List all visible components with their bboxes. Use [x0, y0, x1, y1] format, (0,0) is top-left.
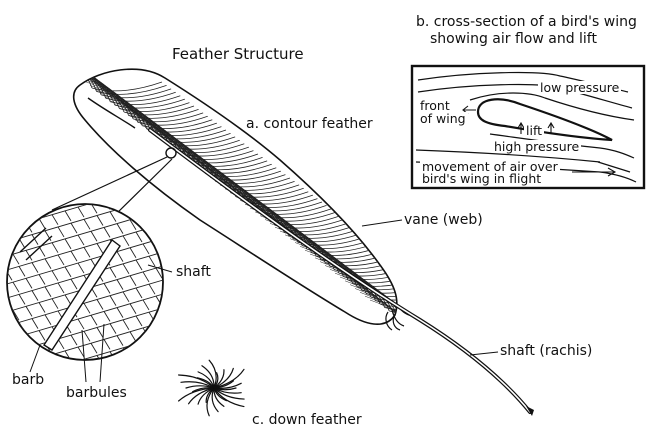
magnify-connector-b — [111, 158, 173, 219]
high-pressure-label: high pressure — [492, 139, 582, 154]
airfoil — [476, 98, 613, 142]
lift-arrows — [517, 121, 555, 134]
magnified-barb — [19, 227, 53, 261]
movement-label-line1: movement of air over — [420, 159, 560, 174]
down-feather-label: c. down feather — [252, 412, 362, 428]
rachis-pointer — [469, 351, 499, 356]
movement-label-line2: bird's wing in flight — [420, 171, 544, 186]
rachis-shaft-highlight — [149, 129, 531, 413]
contour-feather-label: a. contour feather — [246, 116, 373, 132]
feather-base-tuft — [385, 305, 415, 331]
lift-label: lift — [524, 123, 545, 138]
movement-arrow — [572, 167, 617, 177]
shaft-rachis-label: shaft (rachis) — [500, 343, 593, 359]
wing-section-title-line1: b. cross-section of a bird's wing — [416, 14, 637, 30]
barbules-pointer-a — [81, 329, 87, 383]
magnified-shaft-label: shaft — [176, 264, 211, 280]
barb-pointer — [29, 344, 41, 373]
front-label-line1: front — [418, 98, 452, 113]
barbules-label: barbules — [66, 385, 127, 401]
magnified-barbules — [6, 203, 173, 383]
low-pressure-label: low pressure — [538, 80, 622, 95]
quill-tip — [526, 406, 534, 416]
vane-label: vane (web) — [404, 212, 483, 228]
magnify-marker — [165, 147, 177, 159]
down-feather — [177, 359, 245, 417]
magnified-shaft — [43, 238, 121, 351]
barb-label: barb — [12, 372, 45, 388]
front-label-line2: of wing — [418, 111, 468, 126]
vane-split — [87, 97, 136, 129]
magnify-connector-a — [51, 156, 168, 211]
shaft-pointer — [147, 264, 173, 273]
wing-section-title-line2: showing air flow and lift — [430, 31, 597, 47]
diagram-title: Feather Structure — [172, 45, 304, 63]
vane-pointer — [361, 219, 403, 227]
barbules-pointer-b — [99, 323, 105, 383]
